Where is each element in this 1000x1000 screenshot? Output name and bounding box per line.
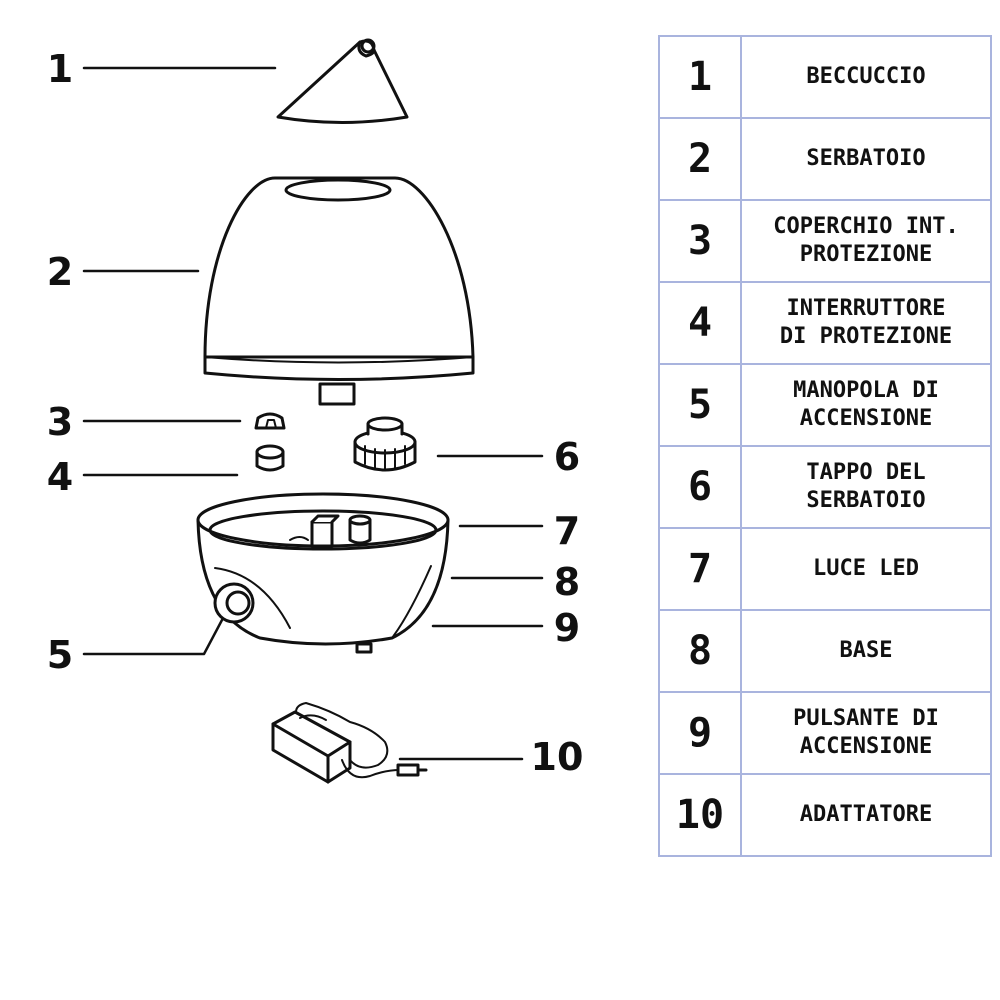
- legend-part-name: TAPPO DEL SERBATOIO: [740, 445, 992, 529]
- legend-part-name: BECCUCCIO: [740, 35, 992, 119]
- callout-10: 10: [531, 735, 584, 779]
- legend-row: 1 BECCUCCIO: [658, 35, 992, 119]
- legend-number: 6: [658, 445, 742, 529]
- legend-number: 9: [658, 691, 742, 775]
- legend-part-name: ADATTATORE: [740, 773, 992, 857]
- callout-3: 3: [47, 400, 73, 444]
- legend-part-name: PULSANTE DI ACCENSIONE: [740, 691, 992, 775]
- legend-row: 4 INTERRUTTORE DI PROTEZIONE: [658, 281, 992, 365]
- legend-row: 3 COPERCHIO INT. PROTEZIONE: [658, 199, 992, 283]
- legend-row: 5 MANOPOLA DI ACCENSIONE: [658, 363, 992, 447]
- legend-part-name: INTERRUTTORE DI PROTEZIONE: [740, 281, 992, 365]
- callout-8: 8: [554, 560, 580, 604]
- callout-4: 4: [47, 455, 73, 499]
- legend-number: 8: [658, 609, 742, 693]
- legend-row: 8 BASE: [658, 609, 992, 693]
- tank-cap-part: [353, 416, 417, 472]
- legend-number: 2: [658, 117, 742, 201]
- exploded-diagram: 1 2 3 4 5 6 7 8 9 10: [47, 38, 584, 784]
- legend-row: 9 PULSANTE DI ACCENSIONE: [658, 691, 992, 775]
- base-part: [196, 492, 450, 654]
- tank-part: [203, 176, 475, 406]
- spout-part: [276, 38, 409, 124]
- callout-7: 7: [554, 509, 580, 553]
- callout-1: 1: [47, 47, 73, 91]
- adapter-part: [271, 702, 428, 784]
- callout-5: 5: [47, 633, 73, 677]
- inner-cover-part: [254, 412, 286, 430]
- legend-number: 1: [658, 35, 742, 119]
- legend-number: 4: [658, 281, 742, 365]
- legend-part-name: COPERCHIO INT. PROTEZIONE: [740, 199, 992, 283]
- legend-row: 10 ADATTATORE: [658, 773, 992, 857]
- legend-part-name: BASE: [740, 609, 992, 693]
- callout-2: 2: [47, 250, 73, 294]
- leader-lines: [82, 66, 544, 761]
- legend-row: 7 LUCE LED: [658, 527, 992, 611]
- parts-legend-table: 1 BECCUCCIO 2 SERBATOIO 3 COPERCHIO INT.…: [658, 35, 992, 857]
- legend-part-name: SERBATOIO: [740, 117, 992, 201]
- legend-part-name: MANOPOLA DI ACCENSIONE: [740, 363, 992, 447]
- legend-row: 2 SERBATOIO: [658, 117, 992, 201]
- legend-number: 7: [658, 527, 742, 611]
- legend-part-name: LUCE LED: [740, 527, 992, 611]
- callout-6: 6: [554, 435, 580, 479]
- legend-number: 10: [658, 773, 742, 857]
- legend-row: 6 TAPPO DEL SERBATOIO: [658, 445, 992, 529]
- legend-number: 3: [658, 199, 742, 283]
- protection-switch-part: [255, 444, 285, 472]
- callout-9: 9: [554, 606, 580, 650]
- legend-number: 5: [658, 363, 742, 447]
